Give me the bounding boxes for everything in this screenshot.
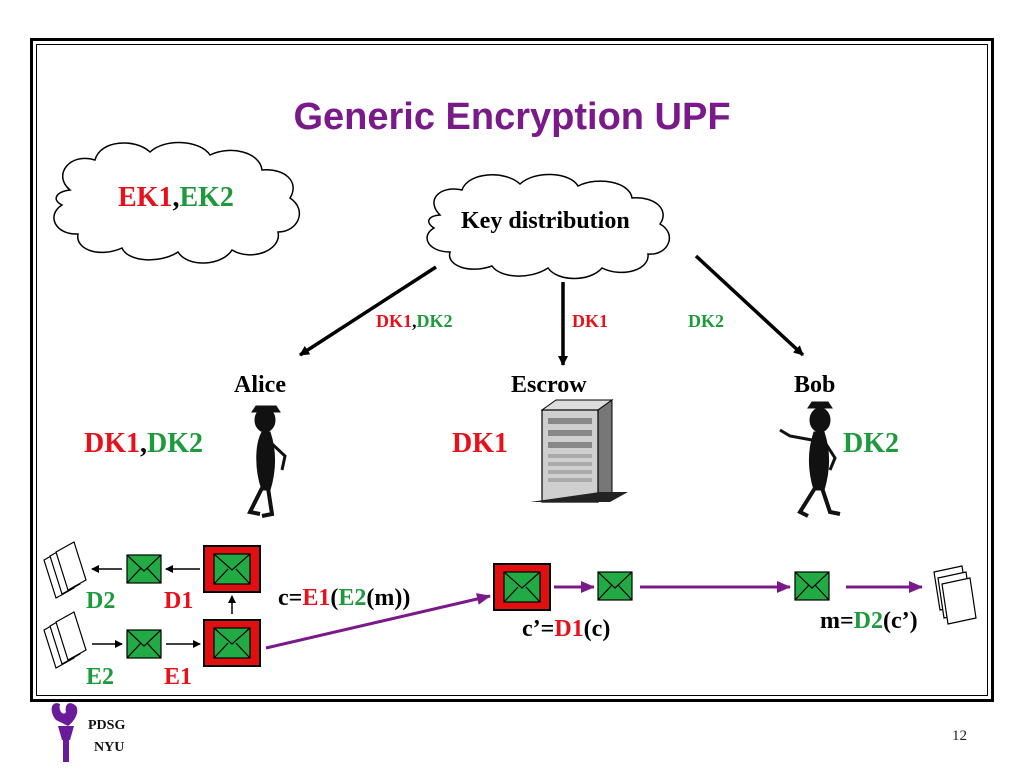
envelope-icon-bob [794, 571, 830, 601]
envelope-icon-e2 [126, 629, 162, 659]
arrow-label-alice-comma: , [412, 311, 417, 331]
encrypted-box-icon-escrow [493, 563, 551, 611]
slide-frame-inner [36, 44, 988, 696]
cipher-open: ( [330, 585, 339, 611]
key-distribution-label: Key distribution [461, 208, 630, 234]
bob-suffix: (c’) [883, 608, 918, 634]
cipher-e1: E1 [302, 585, 331, 611]
logo-text-pdsg: PDSG [88, 718, 126, 733]
arrow-label-bob: DK2 [688, 311, 724, 331]
cipher-close: (m)) [366, 585, 411, 611]
bob-formula: m=D2(c’) [820, 608, 918, 635]
arrow-label-alice: DK1,DK2 [376, 311, 453, 332]
ciphertext-formula: c=E1(E2(m)) [278, 585, 410, 612]
cloud-key-distribution [426, 173, 671, 280]
alice-figure [247, 405, 287, 518]
document-stack-icon-bottom [43, 611, 87, 669]
arrow-label-escrow: DK1 [572, 311, 608, 331]
flow-d1-label: D1 [164, 588, 194, 614]
bob-prefix: m= [820, 608, 854, 634]
cipher-e2: E2 [338, 585, 367, 611]
flow-e1-label: E1 [164, 664, 193, 690]
envelope-icon-d2 [126, 554, 162, 584]
ek-comma: , [172, 182, 180, 213]
escrow-d1: D1 [554, 616, 584, 642]
alice-dk2: DK2 [147, 428, 203, 459]
bob-d2: D2 [853, 608, 884, 634]
nyu-torch-logo [51, 703, 78, 762]
document-stack-icon-top [43, 541, 87, 599]
arrow-to-bob [694, 254, 805, 357]
envelope-icon-escrow [597, 571, 633, 601]
logo-text-nyu: NYU [94, 740, 125, 755]
cipher-prefix: c= [278, 585, 303, 611]
document-stack-icon-bob [933, 565, 977, 625]
escrow-formula: c’=D1(c) [522, 616, 610, 643]
ek1-label: EK1 [118, 182, 173, 213]
slide-title: Generic Encryption UPF [293, 96, 731, 138]
arrow-label-alice-dk1: DK1 [376, 311, 412, 331]
encrypted-box-icon-d1 [203, 545, 261, 593]
alice-keys: DK1,DK2 [84, 428, 203, 460]
escrow-prefix: c’= [522, 616, 555, 642]
encrypted-box-icon-e1 [203, 619, 261, 667]
escrow-key: DK1 [452, 428, 508, 459]
bob-figure [779, 401, 841, 518]
slide-frame-outer [30, 38, 994, 702]
flow-d2-label: D2 [86, 588, 116, 614]
escrow-suffix: (c) [583, 616, 611, 642]
arrow-to-escrow-box [265, 593, 491, 650]
ek2-label: EK2 [179, 182, 234, 213]
actor-alice-name: Alice [234, 372, 286, 398]
slide-number: 12 [952, 728, 967, 744]
arrow-label-alice-dk2: DK2 [416, 311, 453, 331]
alice-dk1: DK1 [84, 428, 140, 459]
cloud-left-label: EK1,EK2 [118, 182, 234, 214]
alice-comma: , [140, 428, 147, 459]
actor-bob-name: Bob [794, 372, 836, 398]
bob-key: DK2 [843, 428, 899, 459]
flow-e2-label: E2 [86, 664, 115, 690]
server-icon [530, 399, 628, 503]
actor-escrow-name: Escrow [511, 372, 587, 398]
cloud-left [53, 141, 301, 264]
arrow-to-alice [299, 265, 437, 357]
